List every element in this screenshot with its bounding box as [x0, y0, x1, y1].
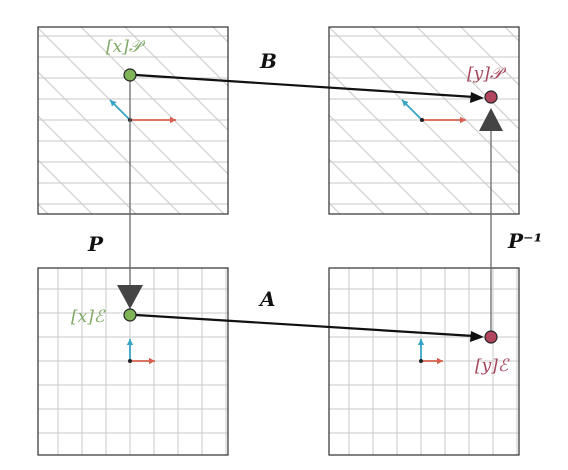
- grid-line: [0, 0, 502, 420]
- label-b: B: [259, 49, 277, 73]
- grid-line: [460, 27, 519, 86]
- grid-line: [0, 0, 414, 420]
- grid-line: [0, 0, 370, 420]
- basis-arrowhead: [110, 100, 117, 107]
- arrow-b-shaft: [135, 73, 475, 99]
- label-x-p: [x]𝒫: [106, 37, 146, 57]
- basis-arrowhead: [126, 339, 134, 345]
- basis-arrowhead: [460, 116, 466, 124]
- point-x-p: [123, 68, 137, 82]
- grid-line: [0, 0, 326, 420]
- label-y-e: [y]ℰ: [475, 356, 510, 376]
- grid-line: [0, 0, 166, 420]
- grid-line: [182, 0, 568, 420]
- label-y-p: [y]𝒫: [467, 64, 507, 84]
- panel-bottom-right: [328, 267, 520, 456]
- panel-bottom-left: [37, 267, 229, 456]
- grid-line: [38, 115, 137, 214]
- grid-line: [518, 0, 568, 420]
- origin-dot-bottom-right: [419, 359, 423, 363]
- arrow-p-head: [117, 285, 143, 309]
- arrow-a: [135, 313, 484, 342]
- arrow-p-inverse-head: [479, 108, 503, 131]
- label-p-inverse: P⁻¹: [507, 229, 542, 253]
- grid-line: [0, 0, 282, 420]
- arrow-b-head: [470, 92, 484, 103]
- grid-line: [0, 0, 34, 420]
- label-a: A: [258, 287, 276, 311]
- arrow-p-down: [117, 75, 143, 309]
- origin-dot-bottom-left: [128, 359, 132, 363]
- basis-arrowhead: [402, 100, 409, 107]
- grid-line: [329, 114, 429, 214]
- grid-line: [38, 71, 181, 214]
- grid-line: [358, 0, 568, 420]
- frame-bottom-right: [328, 267, 520, 456]
- point-y-p: [484, 90, 498, 104]
- frame-top-left: [37, 26, 229, 215]
- point-x-e: [123, 308, 137, 322]
- grid-line: [270, 0, 568, 420]
- basis-arrowhead: [149, 357, 155, 365]
- basis-arrowhead: [170, 116, 176, 124]
- grid-line: [342, 0, 568, 420]
- arrow-a-shaft: [135, 313, 475, 338]
- frame-top-right: [328, 26, 520, 215]
- label-p: P: [87, 232, 104, 256]
- grid-line: [314, 0, 568, 420]
- grid-bottom-left: [38, 268, 228, 455]
- frame-bottom-left: [37, 267, 229, 456]
- grid-line: [80, 27, 228, 175]
- arrow-b: [135, 73, 484, 103]
- grid-line: [0, 0, 194, 420]
- point-y-e: [484, 330, 498, 344]
- arrow-a-head: [470, 331, 484, 342]
- arrow-p-inverse-up: [479, 108, 503, 334]
- grid-line: [504, 27, 519, 42]
- grid-line: [0, 0, 78, 420]
- grid-line: [416, 27, 519, 130]
- grid-line: [0, 0, 122, 420]
- basis-arrowhead: [437, 357, 443, 365]
- grid-line: [329, 70, 473, 214]
- grid-line: [124, 27, 228, 131]
- grid-line: [562, 0, 568, 420]
- grid-line: [0, 0, 458, 420]
- grid-bottom-right: [329, 268, 519, 455]
- label-x-e: [x]ℰ: [71, 307, 106, 327]
- origin-dot-top-right: [420, 118, 424, 122]
- basis-arrowhead: [417, 339, 425, 345]
